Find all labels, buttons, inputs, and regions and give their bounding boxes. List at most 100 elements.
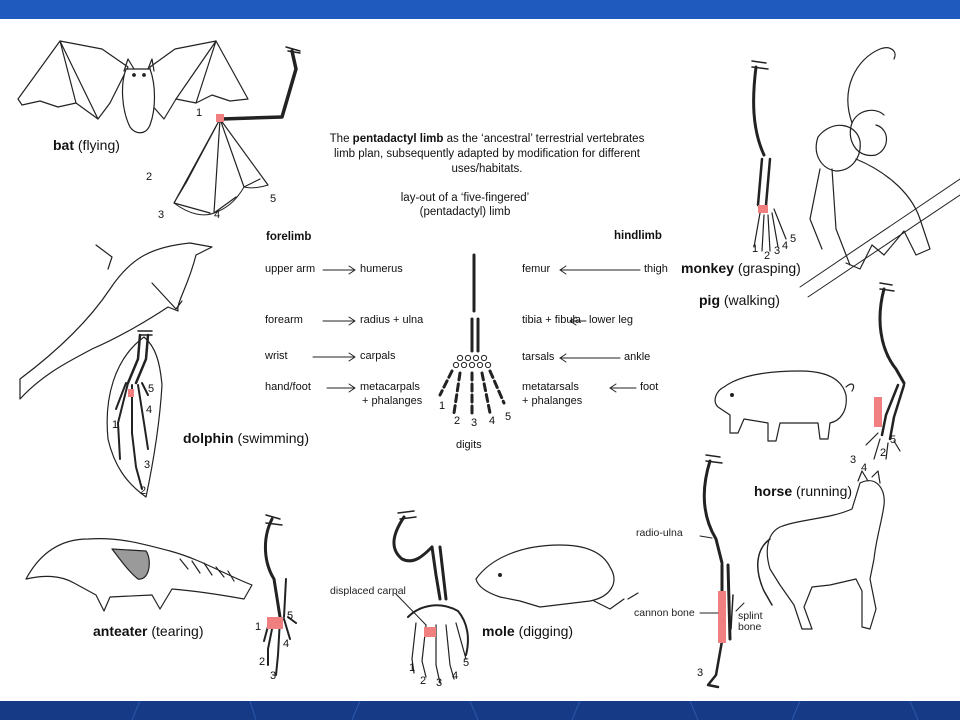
top-banner <box>0 0 960 19</box>
dolphin-digit-2: 2 <box>140 485 147 497</box>
pig-limb-skeleton <box>865 282 906 460</box>
forelimb-part-3: hand/foot <box>265 381 311 393</box>
anteater-use: (tearing) <box>151 623 204 639</box>
hindlimb-bone-2: tarsals <box>522 351 555 363</box>
pig-illustration <box>714 370 855 442</box>
bat-digit-3: 3 <box>158 209 165 221</box>
dolphin-use: (swimming) <box>237 430 309 446</box>
displaced-carpal-label: displaced carpal <box>330 585 406 597</box>
layout-caption: lay-out of a ‘five-fingered’ (pentadacty… <box>400 192 530 218</box>
mole-label: mole (digging) <box>482 623 573 639</box>
hindlimb-bone-1: tibia + fibula <box>522 314 582 326</box>
hindlimb-part-2: ankle <box>624 351 651 363</box>
horse-use: (running) <box>796 483 853 499</box>
bat-digit-1: 1 <box>196 107 203 119</box>
bottom-banner-pattern <box>131 701 919 720</box>
dolphin-digit-5: 5 <box>148 383 155 395</box>
mole-name: mole <box>482 623 515 639</box>
horse-limb-skeleton <box>702 454 734 689</box>
carpal-circles <box>452 354 492 369</box>
hindlimb-part-3: foot <box>640 381 659 393</box>
forelimb-arrows <box>312 265 356 393</box>
center-digit-2: 2 <box>454 415 461 427</box>
mole-digit-2: 2 <box>420 675 427 687</box>
dolphin-label: dolphin (swimming) <box>183 430 309 446</box>
monkey-digit-3: 3 <box>774 245 781 257</box>
bat-digit-2: 2 <box>146 171 153 183</box>
anteater-digit-1: 1 <box>255 621 262 633</box>
monkey-use: (grasping) <box>737 260 801 276</box>
dolphin-digit-4: 4 <box>146 404 153 416</box>
cannon-bone-label: cannon bone <box>634 607 695 619</box>
horse-name: horse <box>754 483 793 499</box>
forelimb-bone-2: carpals <box>360 350 396 362</box>
anteater-illustration <box>25 538 253 612</box>
pig-digit-4: 4 <box>861 462 868 474</box>
bat-use: (flying) <box>77 137 120 153</box>
pig-digit-5: 5 <box>890 434 897 446</box>
bat-limb-skeleton <box>173 46 301 216</box>
monkey-label: monkey (grasping) <box>681 260 801 276</box>
mole-illustration <box>475 544 639 610</box>
anteater-label: anteater (tearing) <box>93 623 204 639</box>
mole-digit-5: 5 <box>463 657 470 669</box>
monkey-limb-skeleton <box>751 60 787 252</box>
forelimb-bone-3b: + phalanges <box>362 395 423 407</box>
digits-label: digits <box>456 439 482 451</box>
pig-digit-3: 3 <box>850 454 857 466</box>
anteater-digit-2: 2 <box>259 656 266 668</box>
intro-post: as the ‘ancestral’ terrestrial vertebrat… <box>333 133 645 175</box>
bottom-banner <box>0 701 960 720</box>
pig-use: (walking) <box>723 292 780 308</box>
horse-illustration <box>757 470 885 630</box>
dolphin-digit-1: 1 <box>112 419 119 431</box>
anteater-digit-5: 5 <box>287 610 294 622</box>
forelimb-part-2: wrist <box>265 350 288 362</box>
horse-digit-3: 3 <box>697 667 704 679</box>
bat-illustration <box>17 40 249 134</box>
dolphin-digit-3: 3 <box>144 459 151 471</box>
hindlimb-header: hindlimb <box>614 230 662 242</box>
anteater-digit-3: 3 <box>270 670 277 682</box>
digit-dashes <box>438 369 506 417</box>
pig-name: pig <box>699 292 720 308</box>
hindlimb-bone-3: metatarsals <box>522 381 579 393</box>
forelimb-part-0: upper arm <box>265 263 316 275</box>
intro-bold: pentadactyl limb <box>352 133 444 145</box>
dolphin-name: dolphin <box>183 430 234 446</box>
anteater-name: anteater <box>93 623 148 639</box>
bat-name: bat <box>53 137 74 153</box>
hindlimb-bone-3b: + phalanges <box>522 395 583 407</box>
forelimb-header: forelimb <box>266 231 312 243</box>
hindlimb-arrows <box>559 265 641 393</box>
bat-digit-5: 5 <box>270 193 277 205</box>
monkey-illustration <box>799 47 960 298</box>
mole-digit-3: 3 <box>436 677 443 689</box>
pentadactyl-diagram: The pentadactyl limb as the ‘ancestral’ … <box>0 19 960 701</box>
mole-digit-1: 1 <box>409 662 416 674</box>
pig-digit-2: 2 <box>880 447 887 459</box>
radio-ulna-label: radio-ulna <box>636 527 683 539</box>
mole-use: (digging) <box>518 623 574 639</box>
monkey-digit-1: 1 <box>752 243 759 255</box>
mole-limb-skeleton <box>392 510 469 684</box>
forelimb-part-1: forearm <box>265 314 303 326</box>
forelimb-bone-3: metacarpals <box>360 381 420 393</box>
intro-pre: The <box>329 133 353 145</box>
annotation-leaders <box>395 535 745 626</box>
dolphin-limb-skeleton <box>106 330 163 498</box>
center-digit-5: 5 <box>505 411 512 423</box>
hindlimb-bone-0: femur <box>522 263 551 275</box>
mole-digit-4: 4 <box>452 670 459 682</box>
hindlimb-part-0: thigh <box>644 263 668 275</box>
pig-label: pig (walking) <box>699 292 780 308</box>
hindlimb-part-1: lower leg <box>589 314 634 326</box>
diagram-drawings <box>17 40 960 689</box>
forelimb-bone-0: humerus <box>360 263 403 275</box>
anteater-limb-skeleton <box>263 514 297 676</box>
splint-bone-label: splint bone <box>738 610 763 633</box>
monkey-name: monkey <box>681 260 734 276</box>
anteater-digit-4: 4 <box>283 638 290 650</box>
dolphin-illustration <box>19 242 213 400</box>
bat-digit-4: 4 <box>214 209 221 221</box>
